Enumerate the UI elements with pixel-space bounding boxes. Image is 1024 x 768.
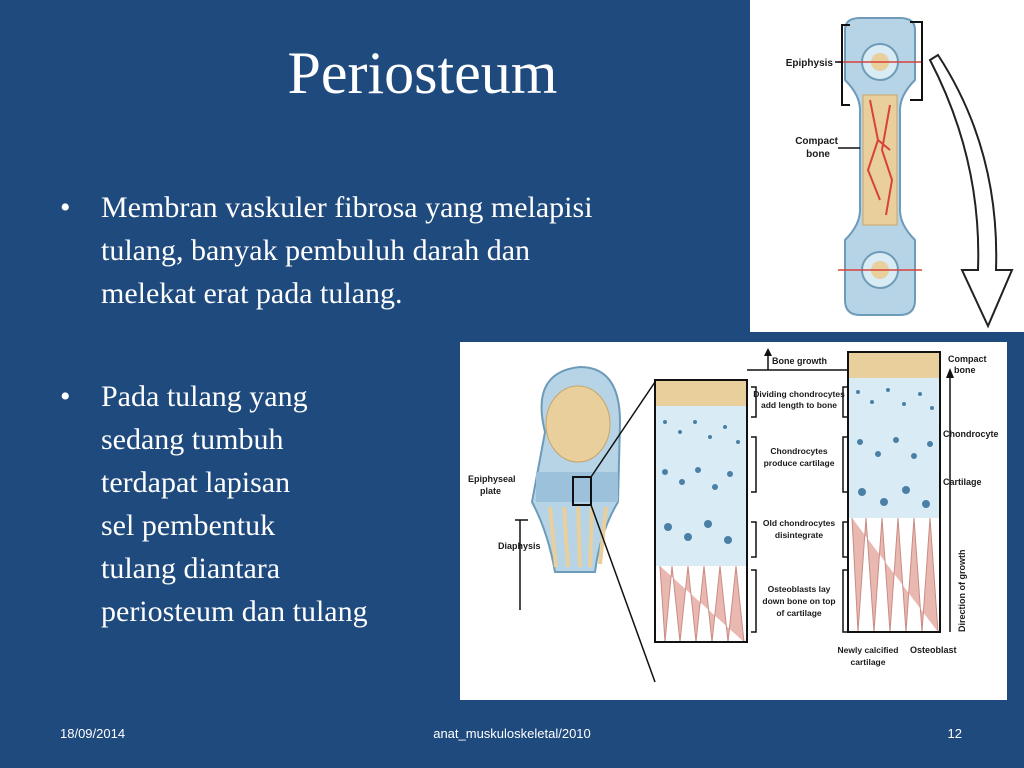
footer-page-number: 12 [947,726,962,741]
panel2-bone-cap [848,352,940,378]
label-newly-2: cartilage [851,657,886,667]
zoom-line-top [590,381,656,478]
label-diaphysis: Diaphysis [498,541,541,551]
trabeculae [548,506,608,568]
label-chondrocyte: Chondrocyte [943,429,999,439]
label-bone-growth: Bone growth [772,356,827,366]
label-dividing-2: add length to bone [761,400,837,410]
long-bone-figure: Epiphysis Compact bone [750,0,1024,332]
bullet-dot: • [60,191,71,224]
epiphysis-bracket-right [910,21,923,101]
footer-date: 18/09/2014 [60,726,126,741]
bullet-2: • Pada tulang yang sedang tumbuh terdapa… [60,375,368,633]
bullet-2-line-5: tulang diantara [101,552,281,585]
zoom-line-bottom [590,504,656,683]
label-osteoblasts-3: of cartilage [776,608,822,618]
label-old-2: disintegrate [775,530,823,540]
label-compact-2: bone [806,149,830,160]
label-epiphyseal-1: Epiphyseal [468,474,516,484]
arrow-up-icon [946,368,954,378]
label-epiphyseal-2: plate [480,486,501,496]
panel1-frame [654,379,748,643]
label-compact-1: Compact [948,354,987,364]
slide-title: Periosteum [287,40,558,106]
footer-course: anat_muskuloskeletal/2010 [433,726,591,741]
panel2-cells [856,388,934,508]
bullet-2-line-2: sedang tumbuh [101,423,284,456]
bullet-2-line-4: sel pembentuk [101,509,276,542]
label-osteoblasts-1: Osteoblasts lay [768,584,831,594]
label-newly-1: Newly calcified [838,645,899,655]
label-direction: Direction of growth [957,550,967,633]
middle-brackets-left [751,386,757,633]
panel2-calcified [851,517,939,633]
label-osteoblast: Osteoblast [910,645,957,655]
bullet-2-line-6: periosteum dan tulang [101,595,368,628]
bullet-2-line-3: terdapat lapisan [101,466,291,499]
label-old-1: Old chondrocytes [763,518,836,528]
panel1-calcified [659,565,745,643]
label-dividing-1: Dividing chondrocytes [753,389,845,399]
bullet-dot: • [60,380,71,413]
label-chondrocytes-2: produce cartilage [764,458,835,468]
growth-plate-figure: Bone growth Compact bone Dividing chondr… [460,342,1007,700]
arrow-up-icon [764,348,772,356]
growth-arrow-icon [928,53,1014,329]
panel2-cartilage [848,378,940,518]
growth-plate-illustration: Bone growth Compact bone Dividing chondr… [468,348,999,683]
epiphysis-bracket-left [841,24,850,106]
label-compact-2: bone [954,365,976,375]
panel1-cells [662,420,740,544]
label-compact-1: Compact [795,136,838,147]
compact-bone-region [862,94,898,226]
bullet-1-line-1: Membran vaskuler fibrosa yang melapisi [101,191,593,224]
blood-vessels [866,99,894,216]
spongy-bone [545,385,611,463]
bullet-1-line-3: melekat erat pada tulang. [101,277,403,310]
label-cartilage: Cartilage [943,477,982,487]
middle-brackets-right [842,386,848,633]
label-osteoblasts-2: down bone on top [762,596,835,606]
epiphysis-vessels [838,61,922,271]
long-bone-illustration: Epiphysis Compact bone [786,17,1014,329]
zoom-box [572,476,592,506]
bullet-2-line-1: Pada tulang yang [101,380,308,413]
bullet-1-line-2: tulang, banyak pembuluh darah dan [101,234,531,267]
panel1-cartilage [655,406,747,566]
bullet-1: • Membran vaskuler fibrosa yang melapisi… [60,186,593,315]
panel1-bone-cap [655,380,747,406]
label-epiphysis: Epiphysis [786,58,834,69]
label-chondrocytes-1: Chondrocytes [770,446,827,456]
